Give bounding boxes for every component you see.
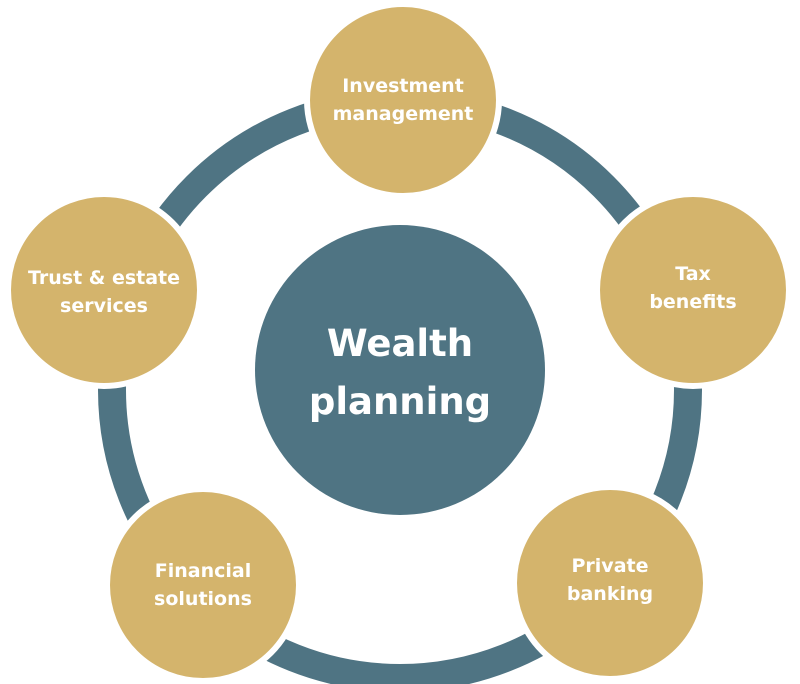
node-circle	[511, 484, 709, 682]
node-label-line2: benefits	[649, 291, 736, 313]
node-financial-solutions: Financial solutions	[104, 486, 302, 684]
node-circle	[304, 1, 502, 199]
center-label-line1: Wealth	[327, 322, 473, 365]
node-label-line2: solutions	[154, 588, 252, 610]
node-private-banking: Private banking	[511, 484, 709, 682]
node-trust-estate-services: Trust & estate services	[5, 191, 203, 389]
node-label-line1: Tax	[675, 263, 711, 285]
node-circle	[104, 486, 302, 684]
node-circle	[5, 191, 203, 389]
node-label-line1: Investment	[342, 75, 464, 97]
node-circle	[594, 191, 792, 389]
node-label-line1: Private	[572, 555, 649, 577]
node-label-line1: Financial	[155, 560, 251, 582]
node-label-line2: management	[333, 103, 474, 125]
node-tax-benefits: Tax benefits	[594, 191, 792, 389]
center-node: Wealth planning	[255, 225, 545, 515]
center-circle	[255, 225, 545, 515]
node-label-line2: services	[60, 295, 148, 317]
node-investment-management: Investment management	[304, 1, 502, 199]
node-label-line1: Trust & estate	[28, 267, 180, 289]
center-label-line2: planning	[309, 380, 491, 423]
node-label-line2: banking	[567, 583, 653, 605]
